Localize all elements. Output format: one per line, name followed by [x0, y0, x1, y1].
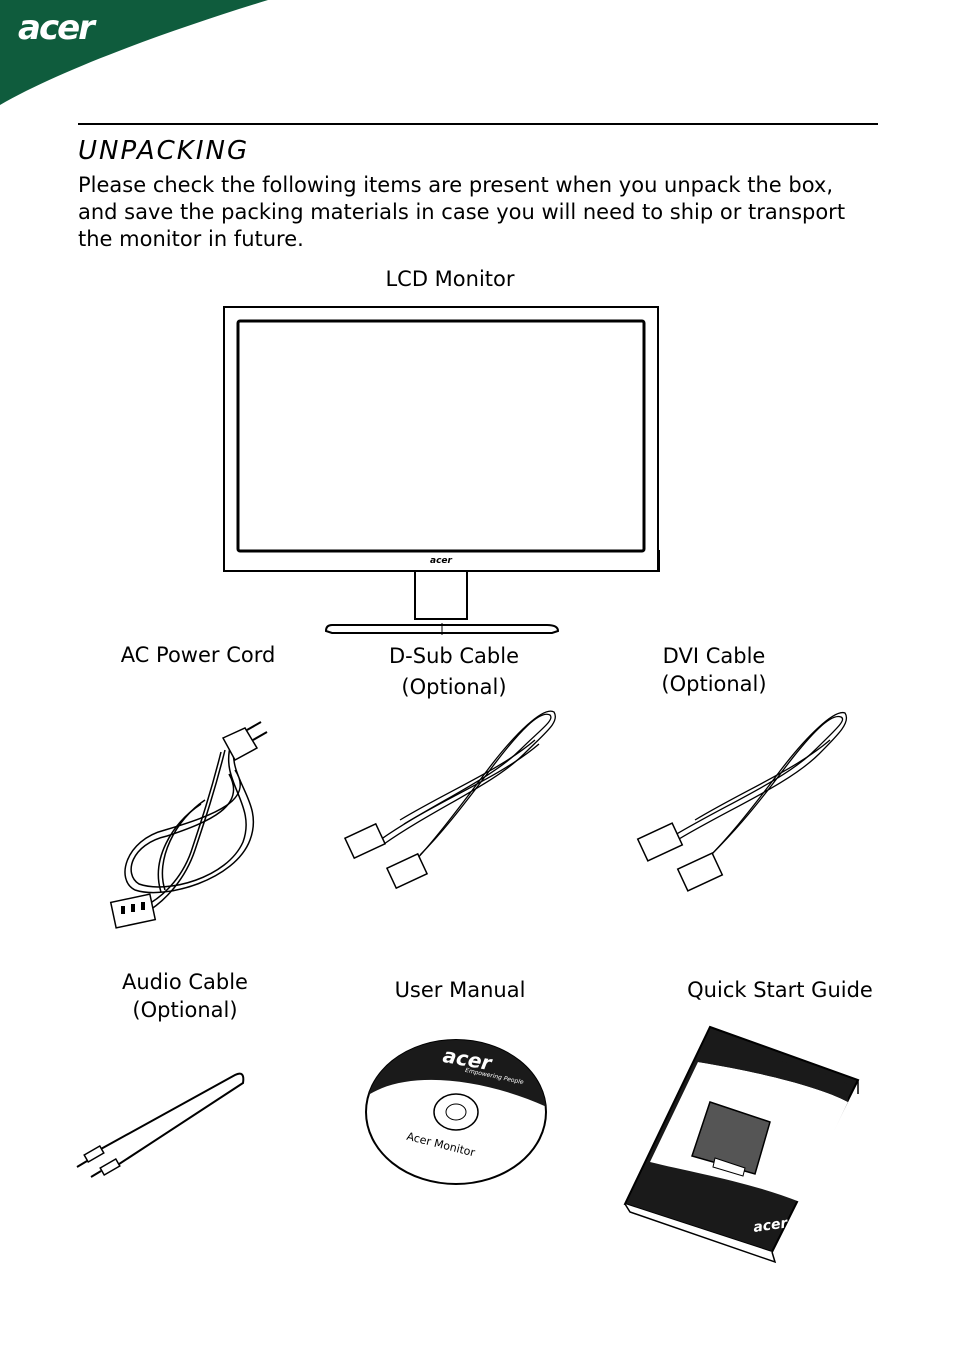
item-label-user-manual: User Manual — [370, 976, 550, 1004]
section-title: UNPACKING — [78, 136, 250, 166]
header-band — [0, 0, 268, 105]
item-label-lcd-monitor: LCD Monitor — [350, 265, 550, 293]
audio-cable-label: Audio Cable — [122, 970, 248, 994]
item-label-ac-power-cord: AC Power Cord — [108, 641, 288, 669]
quick-start-guide-illustration: acer — [623, 1025, 860, 1264]
intro-paragraph: Please check the following items are pre… — [78, 173, 846, 251]
ac-power-cord-label: AC Power Cord — [120, 643, 276, 667]
audio-cable-note: (Optional) — [132, 998, 238, 1022]
lcd-monitor-illustration: acer — [223, 306, 660, 635]
dvi-cable-label: DVI Cable — [662, 644, 766, 668]
acer-logo: acer — [18, 8, 95, 48]
ac-power-cord-illustration — [109, 721, 268, 929]
dvi-cable-illustration — [636, 712, 848, 892]
dsub-cable-illustration — [343, 710, 556, 890]
item-label-dvi-cable: DVI Cable (Optional) — [614, 642, 814, 698]
user-manual-label: User Manual — [394, 978, 526, 1002]
item-label-audio-cable: Audio Cable (Optional) — [95, 968, 275, 1024]
lcd-monitor-label: LCD Monitor — [385, 267, 515, 291]
section-divider — [78, 123, 878, 125]
quick-start-guide-label: Quick Start Guide — [687, 978, 873, 1002]
user-manual-cd-illustration: acer Empowering People Acer Monitor — [365, 1039, 547, 1185]
dvi-cable-note: (Optional) — [661, 672, 767, 696]
dsub-cable-label: D-Sub Cable — [388, 644, 519, 668]
dsub-cable-note: (Optional) — [401, 675, 507, 699]
audio-cable-illustration — [76, 1072, 245, 1178]
item-label-dsub-cable: D-Sub Cable (Optional) — [354, 642, 554, 701]
guide-brand: acer — [752, 1215, 789, 1236]
monitor-bezel-logo: acer — [430, 556, 453, 566]
item-label-quick-start-guide: Quick Start Guide — [680, 976, 880, 1004]
